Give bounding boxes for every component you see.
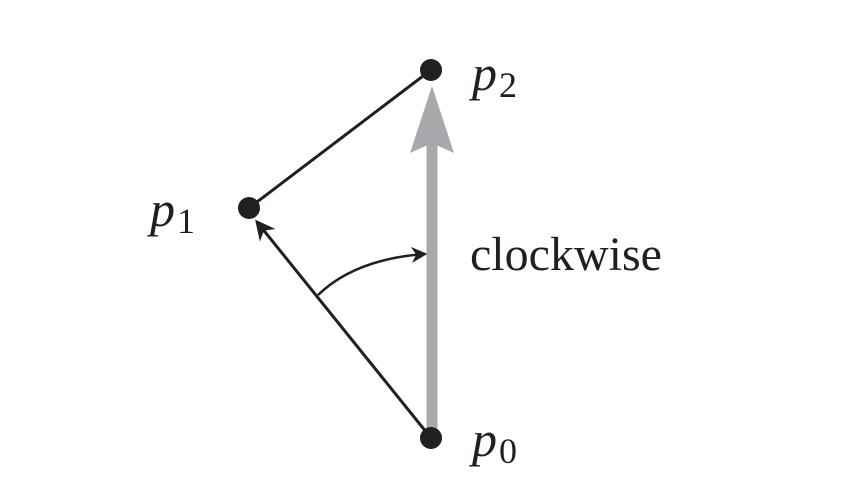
point-p0	[420, 427, 442, 449]
label-p0: p0	[469, 411, 517, 471]
vector-p0-p2-arrowhead	[410, 86, 454, 153]
label-clockwise: clockwise	[470, 228, 662, 281]
point-p1	[238, 197, 260, 219]
segment-p1-p2	[248, 68, 432, 210]
clockwise-rotation-arrow	[317, 246, 428, 296]
vector-p0-p1	[255, 219, 433, 439]
label-p1: p1	[147, 181, 195, 241]
point-p2	[420, 59, 442, 81]
label-p2: p2	[469, 45, 517, 105]
